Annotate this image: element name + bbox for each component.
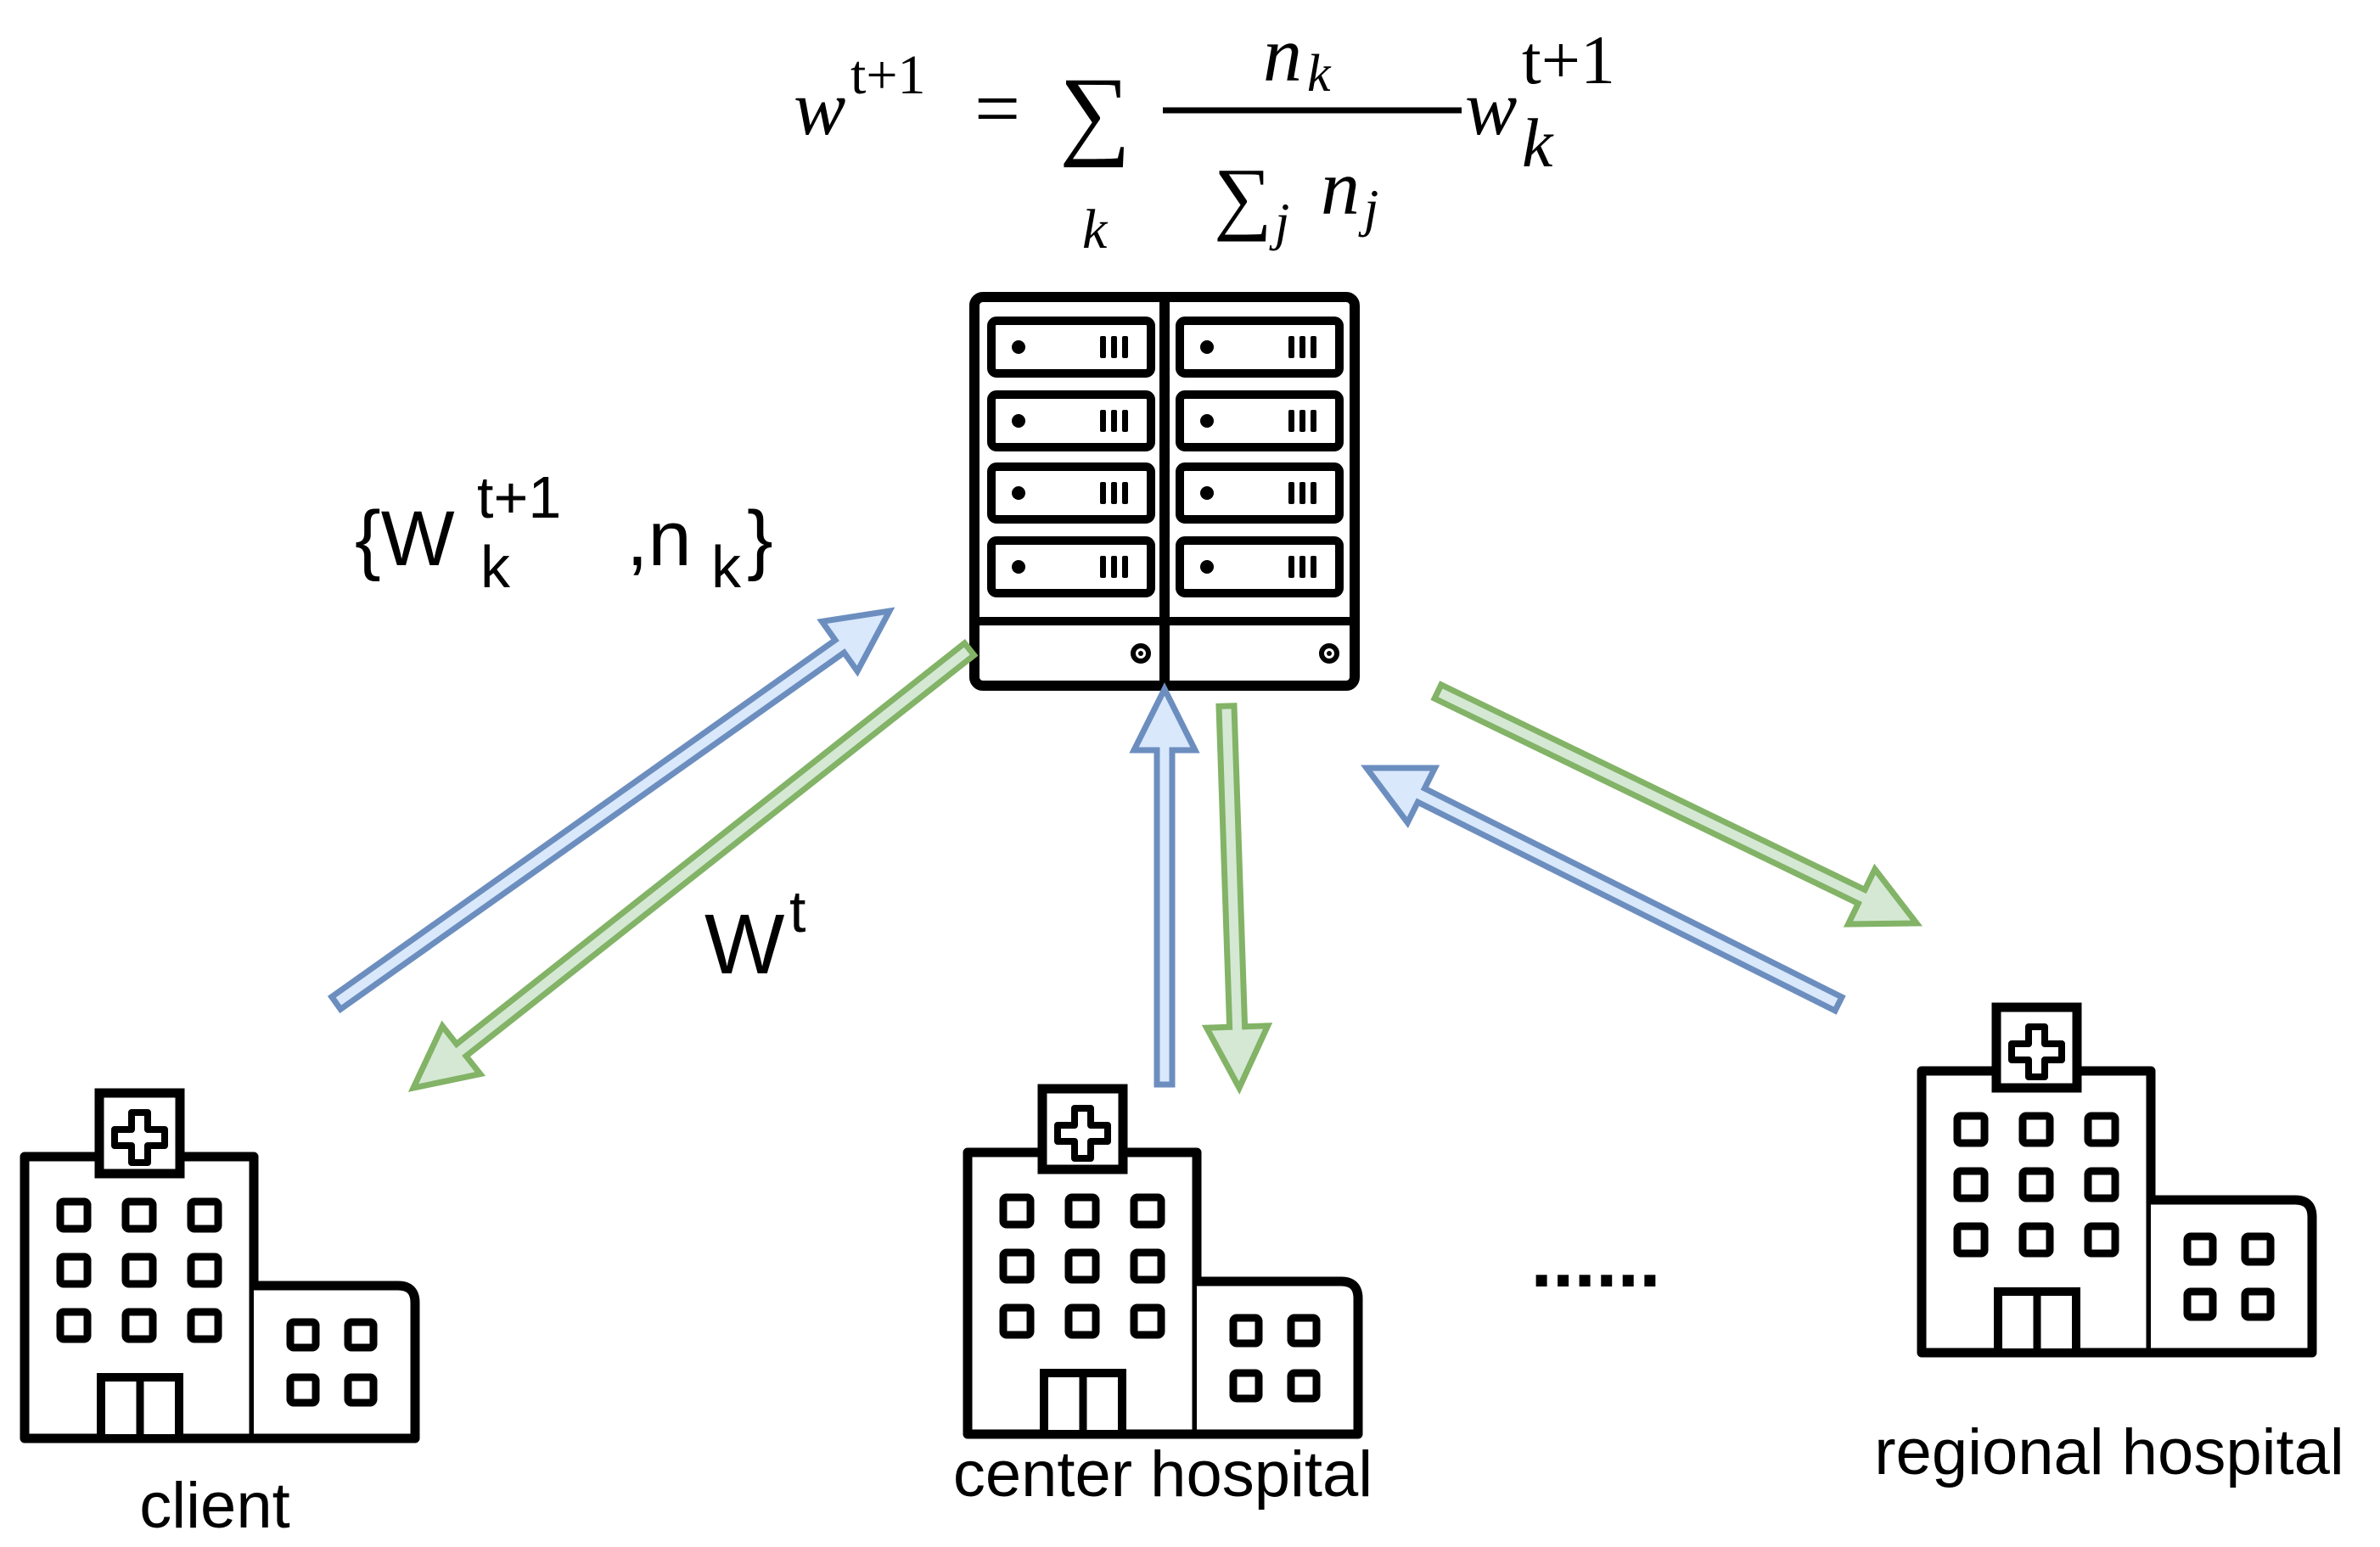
formula-lhs-sup: t+1 <box>850 44 926 106</box>
download-label: W t <box>704 878 805 992</box>
ellipsis-more-nodes: ...... <box>1530 1217 1660 1303</box>
upload-arrow-client <box>327 607 895 1014</box>
regional-hospital-node: regional hospital <box>1874 1007 2344 1488</box>
formula-lhs-w: w <box>794 64 845 151</box>
upload-label-mid: ,n <box>626 496 692 582</box>
upload-label: {W k t+1 ,n k } <box>355 464 773 600</box>
center-hospital-node: center hospital <box>953 1089 1372 1511</box>
formula-equals: = <box>974 63 1020 154</box>
upload-arrow-center <box>1129 682 1200 1088</box>
formula-rhs-sup: t+1 <box>1522 21 1615 98</box>
formula-den-sum: ∑ <box>1214 151 1271 242</box>
download-label-sup: t <box>789 878 805 944</box>
hospital-building-icon <box>968 1089 1358 1434</box>
center-hospital-label: center hospital <box>953 1438 1372 1511</box>
client-node: client <box>25 1093 415 1542</box>
formula-den-sub: j <box>1358 180 1378 238</box>
download-label-w: W <box>704 897 785 992</box>
download-arrow-client <box>407 638 979 1092</box>
regional-hospital-label: regional hospital <box>1874 1416 2344 1488</box>
upload-arrow-regional <box>1360 765 1846 1015</box>
formula-sum-sub: k <box>1082 199 1109 261</box>
formula-sum: ∑ <box>1059 57 1131 168</box>
server-rack-icon <box>969 292 1360 691</box>
hospital-building-icon <box>1922 1007 2312 1353</box>
upload-label-sub2: k <box>711 534 742 600</box>
upload-label-open: {W <box>355 496 455 582</box>
download-arrow-center <box>1201 703 1273 1095</box>
formula-den-sum-sub: j <box>1269 193 1289 251</box>
upload-label-sup: t+1 <box>477 464 561 530</box>
upload-label-sub: k <box>480 534 511 600</box>
formula-num-n: n <box>1263 11 1302 98</box>
client-label: client <box>139 1470 289 1542</box>
aggregation-formula: w t+1 = ∑ k n k ∑ j n j w t+1 k <box>794 11 1615 261</box>
arrows <box>327 607 1923 1095</box>
formula-rhs-w: w <box>1465 64 1517 151</box>
upload-label-close: } <box>747 496 773 582</box>
download-arrow-regional <box>1430 681 1923 928</box>
formula-rhs-sub: k <box>1522 104 1554 182</box>
formula-num-sub: k <box>1307 45 1332 103</box>
formula-den-n: n <box>1321 144 1360 231</box>
hospital-building-icon <box>25 1093 415 1438</box>
